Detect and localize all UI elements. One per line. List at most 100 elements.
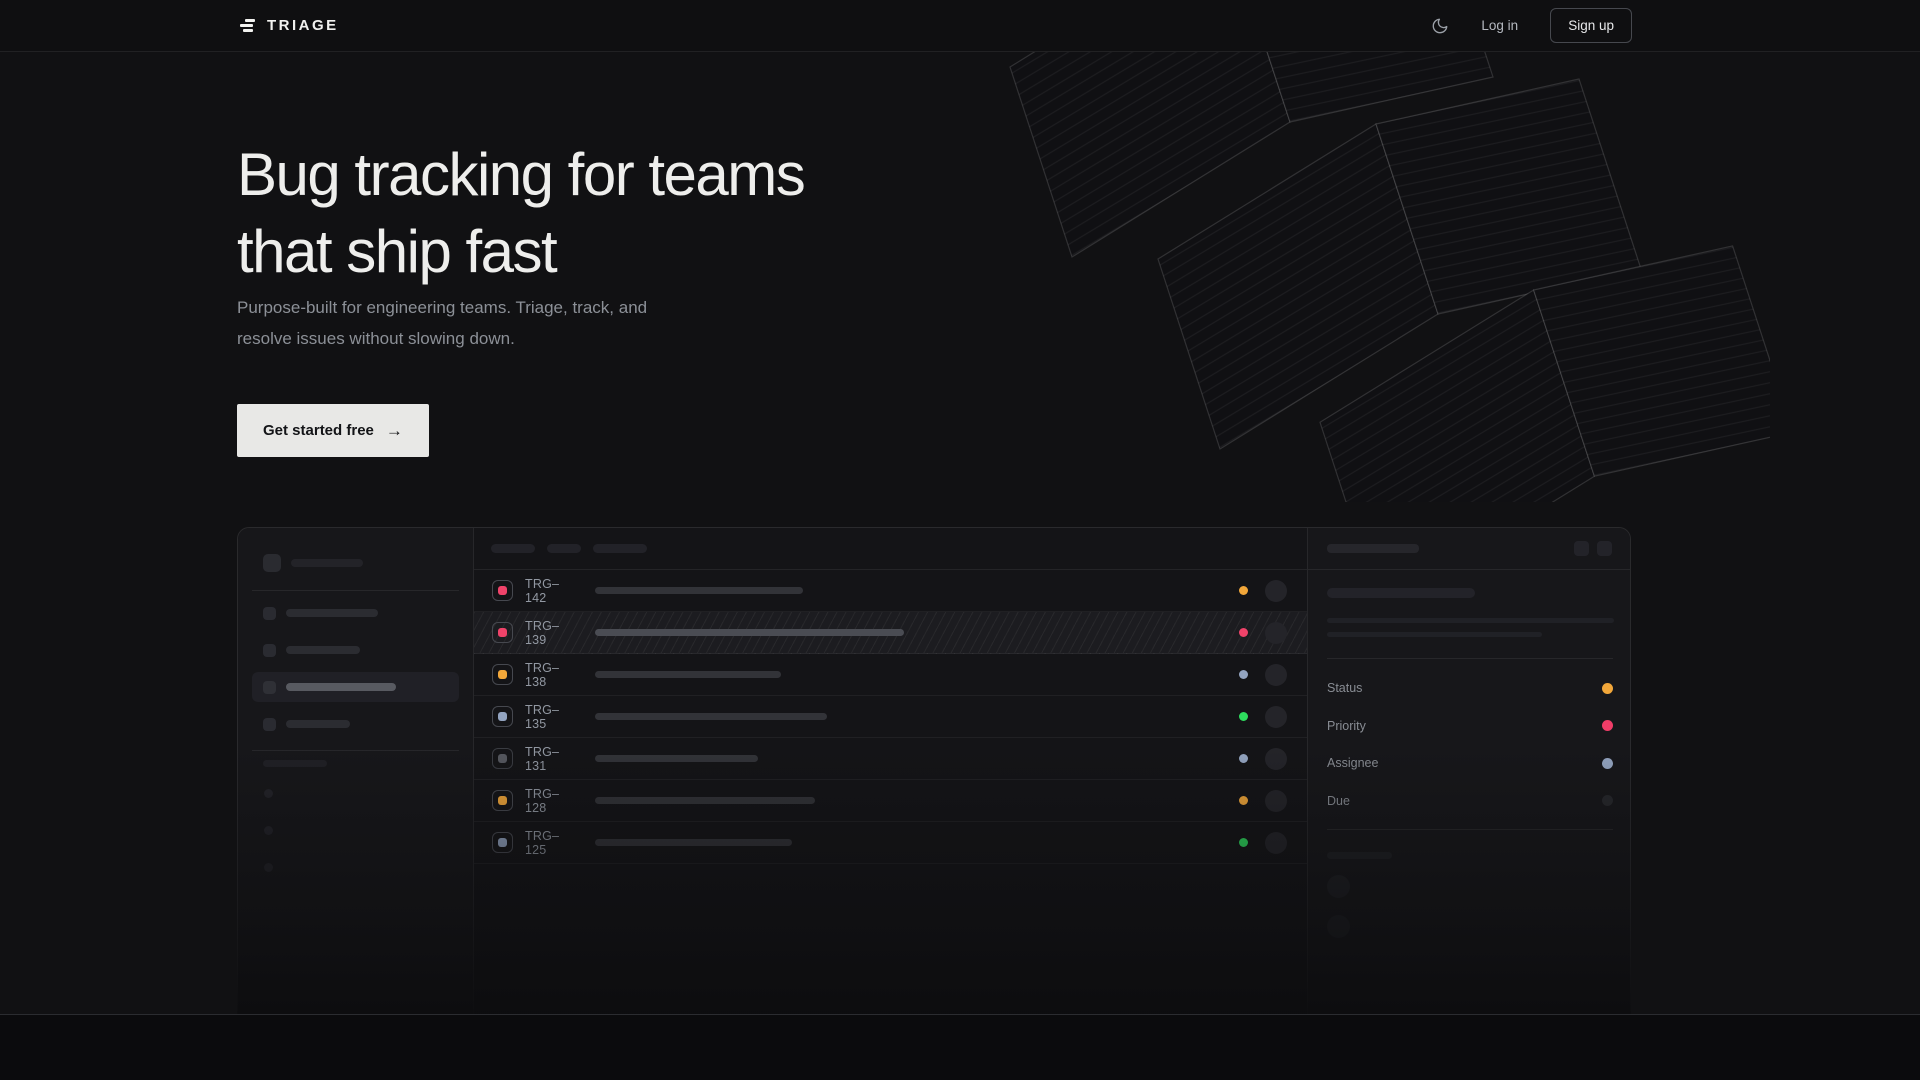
detail-field-dot <box>1602 682 1613 694</box>
issue-row: TRG–142 <box>474 570 1307 612</box>
moon-icon <box>1433 18 1448 33</box>
nav-item-label-placeholder <box>286 683 396 691</box>
issue-id: TRG–135 <box>525 702 560 731</box>
issue-title-placeholder <box>595 671 781 678</box>
sidebar-nav-item <box>252 709 459 739</box>
issue-row: TRG–128 <box>474 780 1307 822</box>
detail-divider <box>1327 658 1613 659</box>
issue-row: TRG–138 <box>474 654 1307 696</box>
brand-name: TRIAGE <box>267 17 339 34</box>
issue-title-placeholder <box>595 629 904 636</box>
hero-section: Bug tracking for teams that ship fast Pu… <box>0 52 1920 1014</box>
issue-title-placeholder <box>595 797 815 804</box>
sidebar-dot <box>264 826 273 835</box>
arrow-right-icon: → <box>385 420 403 440</box>
sidebar-nav-item <box>252 635 459 665</box>
list-tab-placeholder <box>547 544 581 553</box>
get-started-button[interactable]: Get started free → <box>237 404 429 457</box>
issue-status-dot <box>1239 586 1248 595</box>
sidebar-dot <box>264 863 273 872</box>
nav-item-label-placeholder <box>286 646 360 654</box>
issue-row: TRG–135 <box>474 696 1307 738</box>
issue-status-dot <box>1239 796 1248 805</box>
mock-app-panel: TRG–142 TRG–139 TRG–138 TRG–135 TRG–131 … <box>237 527 1631 1014</box>
signup-button[interactable]: Sign up <box>1550 8 1632 43</box>
sidebar-nav-item <box>252 598 459 628</box>
issue-status-dot <box>1239 670 1248 679</box>
issue-rows: TRG–142 TRG–139 TRG–138 TRG–135 TRG–131 … <box>474 570 1307 864</box>
issue-id: TRG–131 <box>525 744 560 773</box>
assignee-avatar <box>1265 747 1287 770</box>
assignee-avatar <box>1265 705 1287 728</box>
nav-item-icon-placeholder <box>263 680 276 694</box>
login-link[interactable]: Log in <box>1481 18 1519 33</box>
nav-item-label-placeholder <box>286 720 350 728</box>
detail-avatar-placeholder <box>1327 915 1350 938</box>
hero-subtitle: Purpose-built for engineering teams. Tri… <box>237 292 647 354</box>
issue-type-icon <box>492 832 513 853</box>
detail-field-label: Assignee <box>1327 756 1379 770</box>
issue-id: TRG–138 <box>525 660 560 689</box>
nav-item-icon-placeholder <box>263 643 276 657</box>
detail-avatar-placeholder <box>1327 875 1350 898</box>
detail-actions <box>1574 541 1612 556</box>
theme-toggle-button[interactable] <box>1431 17 1449 35</box>
mock-issue-list: TRG–142 TRG–139 TRG–138 TRG–135 TRG–131 … <box>474 528 1307 1014</box>
brand[interactable]: TRIAGE <box>240 17 339 34</box>
nav-actions: Log in Sign up <box>1431 8 1632 43</box>
workspace-avatar <box>263 554 281 572</box>
sidebar-divider <box>252 590 459 591</box>
detail-field-row: Due <box>1327 789 1613 813</box>
detail-field-row: Status <box>1327 676 1613 700</box>
issue-title-placeholder <box>595 713 827 720</box>
issue-id: TRG–128 <box>525 786 560 815</box>
issue-status-dot <box>1239 754 1248 763</box>
detail-field-dot <box>1602 795 1613 806</box>
detail-header <box>1308 528 1630 570</box>
assignee-avatar <box>1265 663 1287 686</box>
detail-field-row: Assignee <box>1327 751 1613 775</box>
nav-item-label-placeholder <box>286 609 378 617</box>
issue-row: TRG–139 <box>474 612 1307 654</box>
triage-logo-icon <box>240 19 256 32</box>
detail-field-dot <box>1602 757 1613 769</box>
issue-list-header <box>474 528 1307 570</box>
issue-id: TRG–142 <box>525 576 560 605</box>
sidebar-section-label-placeholder <box>263 760 327 767</box>
detail-desc-placeholder <box>1327 632 1542 637</box>
hero-title: Bug tracking for teams that ship fast <box>237 136 806 290</box>
issue-row: TRG–131 <box>474 738 1307 780</box>
workspace-name-placeholder <box>291 559 363 567</box>
issue-status-dot <box>1239 838 1248 847</box>
workspace-row <box>263 554 363 572</box>
hero-subtitle-line2: resolve issues without slowing down. <box>237 329 515 348</box>
hero-title-line2: that ship fast <box>237 218 558 285</box>
issue-type-icon <box>492 790 513 811</box>
detail-section-label-placeholder <box>1327 852 1392 859</box>
detail-action-button <box>1574 541 1589 556</box>
issue-type-icon <box>492 706 513 727</box>
get-started-label: Get started free <box>263 422 374 439</box>
issue-id: TRG–125 <box>525 828 560 857</box>
sidebar-dot <box>264 789 273 798</box>
issue-status-dot <box>1239 712 1248 721</box>
sidebar-nav <box>252 598 459 739</box>
mock-detail-panel: Status Priority Assignee Due <box>1307 528 1630 1014</box>
detail-field-label: Due <box>1327 793 1350 808</box>
detail-field-row: Priority <box>1327 714 1613 738</box>
issue-title-placeholder <box>595 839 792 846</box>
top-nav: TRIAGE Log in Sign up <box>0 0 1920 52</box>
list-tab-placeholder <box>491 544 535 553</box>
detail-fields: Status Priority Assignee Due <box>1327 676 1613 826</box>
list-tab-placeholder <box>593 544 647 553</box>
detail-desc-placeholder <box>1327 618 1614 623</box>
hero-subtitle-line1: Purpose-built for engineering teams. Tri… <box>237 298 648 317</box>
nav-item-icon-placeholder <box>263 717 276 731</box>
issue-type-icon <box>492 580 513 601</box>
assignee-avatar <box>1265 789 1287 812</box>
assignee-avatar <box>1265 621 1287 644</box>
wireframe-decoration <box>1009 52 1770 502</box>
issue-title-placeholder <box>595 587 803 594</box>
issue-title-placeholder <box>595 755 758 762</box>
sidebar-divider <box>252 750 459 751</box>
